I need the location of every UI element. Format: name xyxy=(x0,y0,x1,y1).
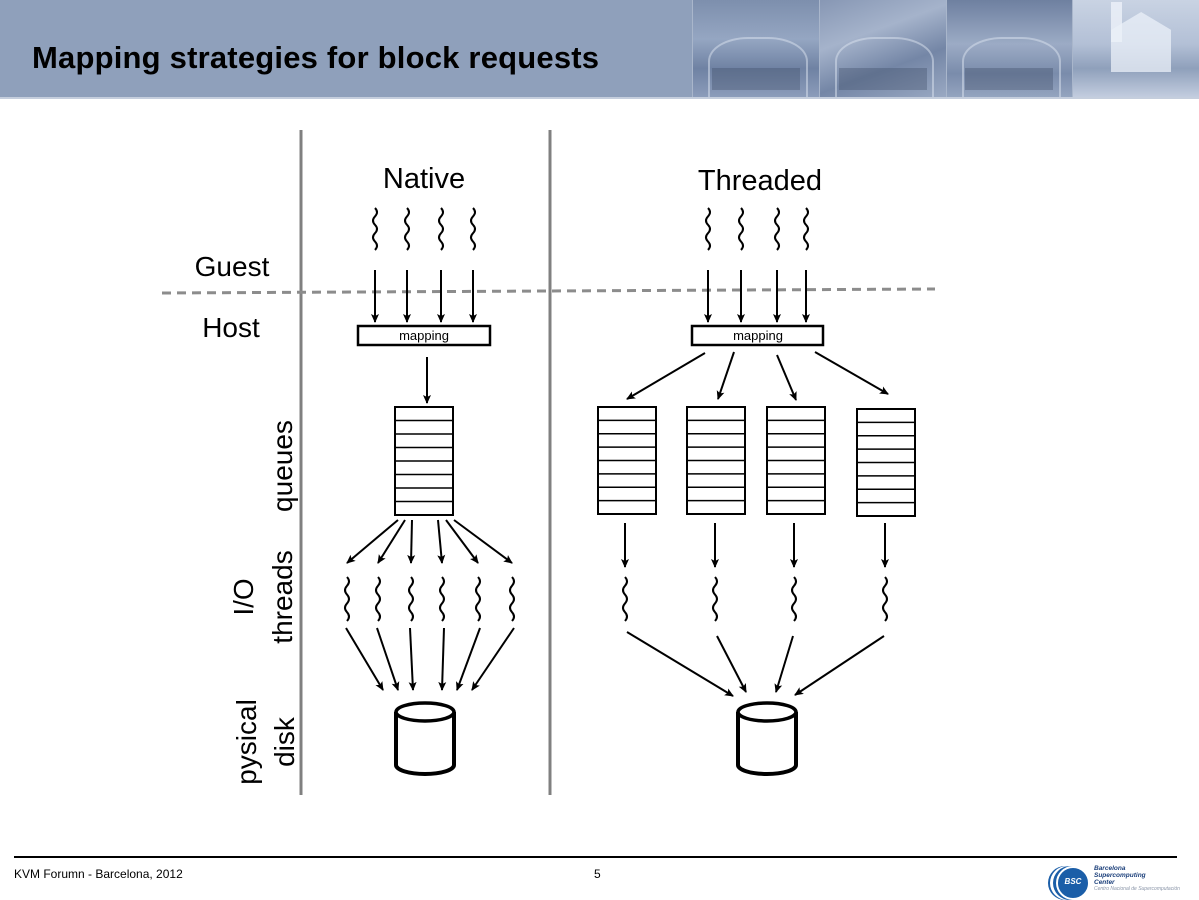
header-photo-chapel-interior xyxy=(692,0,819,98)
native-disk-arrow xyxy=(471,627,515,691)
threaded-guest-thread-icon xyxy=(803,207,809,251)
slide-title: Mapping strategies for block requests xyxy=(32,40,600,75)
native-io-thread-icon xyxy=(509,576,515,622)
native-queue-arrow xyxy=(445,519,479,564)
native-queue-arrow xyxy=(407,519,416,564)
native-disk-icon xyxy=(394,712,456,776)
native-disk-arrow xyxy=(438,627,447,691)
label-host: Host xyxy=(202,312,260,343)
native-queue-arrow xyxy=(453,519,513,564)
native-queue-arrow xyxy=(346,519,399,564)
label-io: I/O xyxy=(228,578,259,615)
header-photo-supercomputer-racks xyxy=(818,0,946,98)
label-pysical: pysical xyxy=(231,699,262,785)
native-guest-thread-icon xyxy=(438,207,444,251)
threaded-disk-icon xyxy=(736,712,798,776)
threaded-mapping-arrow xyxy=(626,352,706,400)
native-guest-thread-icon xyxy=(404,207,410,251)
header-photo-chapel-nave xyxy=(945,0,1073,98)
threaded-disk-arrow xyxy=(774,635,794,693)
native-mapping-label: mapping xyxy=(399,328,449,343)
threaded-disk-arrow xyxy=(716,635,747,693)
header-photo-chapel-exterior xyxy=(1072,0,1199,98)
native-io-thread-icon xyxy=(439,576,445,622)
threaded-io-thread-icon xyxy=(882,576,888,622)
threaded-guest-thread-icon xyxy=(738,207,744,251)
native-disk-arrow xyxy=(408,627,417,691)
native-mapping-box: mapping xyxy=(356,324,492,347)
heading-threaded: Threaded xyxy=(698,165,822,197)
footer-event-text: KVM Forumn - Barcelona, 2012 xyxy=(14,867,183,881)
heading-native: Native xyxy=(383,163,465,195)
native-io-thread-icon xyxy=(375,576,381,622)
label-disk: disk xyxy=(269,716,300,767)
native-disk-arrow xyxy=(376,627,400,691)
page-number: 5 xyxy=(594,867,601,881)
native-disk-arrow xyxy=(456,627,481,691)
native-disk-icon-top xyxy=(394,701,456,723)
threaded-mapping-arrow xyxy=(776,354,797,401)
threaded-disk-arrow xyxy=(626,631,734,697)
label-threads: threads xyxy=(267,550,298,643)
threaded-guest-thread-icon xyxy=(774,207,780,251)
bsc-logo-icon: BSC xyxy=(1056,866,1090,900)
threaded-io-thread-icon xyxy=(791,576,797,622)
bsc-logo: BSC Barcelona Supercomputing Center Cent… xyxy=(1056,864,1186,900)
native-io-thread-icon xyxy=(475,576,481,622)
threaded-io-thread-icon xyxy=(712,576,718,622)
threaded-disk-icon-top xyxy=(736,701,798,723)
native-guest-thread-icon xyxy=(372,207,378,251)
native-queue-arrow xyxy=(377,519,406,564)
threaded-mapping-label: mapping xyxy=(733,328,783,343)
bsc-logo-text: Barcelona Supercomputing Center Centro N… xyxy=(1094,865,1180,892)
threaded-io-thread-icon xyxy=(622,576,628,622)
guest-host-boundary xyxy=(161,287,936,295)
footer-divider xyxy=(14,856,1177,858)
native-guest-thread-icon xyxy=(470,207,476,251)
threaded-guest-thread-icon xyxy=(705,207,711,251)
native-disk-arrow xyxy=(345,627,384,691)
native-queue-arrow xyxy=(437,519,446,564)
native-io-thread-icon xyxy=(344,576,350,622)
slide-header: Mapping strategies for block requests xyxy=(0,0,1199,98)
threaded-disk-arrow xyxy=(794,635,885,696)
header-photo-strip xyxy=(692,0,1199,98)
threaded-mapping-arrow xyxy=(814,351,889,395)
label-guest: Guest xyxy=(195,251,270,282)
label-queues: queues xyxy=(267,420,298,512)
threaded-mapping-arrow xyxy=(716,351,735,400)
header-divider xyxy=(0,97,1199,99)
native-io-thread-icon xyxy=(408,576,414,622)
threaded-mapping-box: mapping xyxy=(690,324,825,347)
